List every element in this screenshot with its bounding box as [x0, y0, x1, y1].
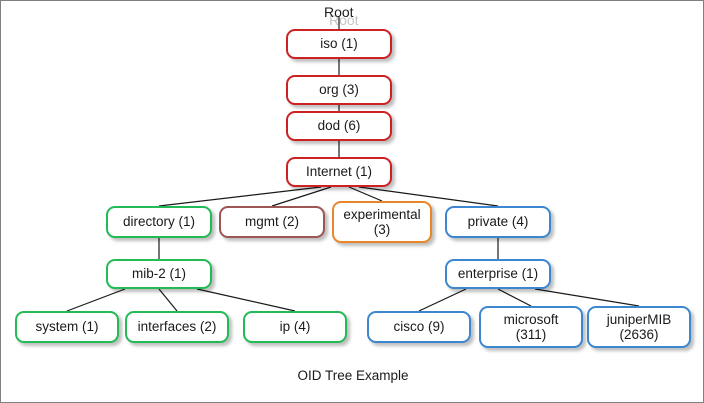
- node-label-iso: iso (1): [320, 36, 358, 52]
- edge-internet-to-directory: [158, 186, 322, 207]
- node-label-private: private (4): [467, 214, 529, 230]
- node-org[interactable]: org (3): [286, 75, 392, 105]
- root-label: Root: [324, 4, 354, 20]
- diagram-caption: OID Tree Example: [297, 368, 409, 383]
- node-experimental[interactable]: experimental (3): [332, 201, 432, 243]
- edge-enterprise-to-microsoft: [497, 288, 532, 307]
- node-label-cisco: cisco (9): [393, 319, 445, 335]
- node-ip[interactable]: ip (4): [243, 311, 347, 343]
- node-label-enterprise: enterprise (1): [457, 266, 539, 282]
- edge-enterprise-to-juniper: [534, 288, 640, 307]
- edge-internet-to-mgmt: [271, 186, 332, 207]
- node-label-juniper: juniperMIB (2636): [606, 311, 672, 342]
- node-label-system: system (1): [35, 319, 99, 335]
- node-interfaces[interactable]: interfaces (2): [125, 311, 229, 343]
- node-directory[interactable]: directory (1): [106, 206, 212, 238]
- node-private[interactable]: private (4): [445, 206, 551, 238]
- node-label-microsoft: microsoft (311): [503, 311, 559, 342]
- node-internet[interactable]: Internet (1): [286, 157, 392, 187]
- node-dod[interactable]: dod (6): [286, 111, 392, 141]
- edge-internet-to-experimental: [348, 186, 383, 202]
- node-label-org: org (3): [319, 82, 359, 98]
- node-microsoft[interactable]: microsoft (311): [479, 306, 583, 348]
- node-label-mib2: mib-2 (1): [131, 266, 186, 282]
- edge-mib2-to-system: [66, 288, 126, 312]
- node-cisco[interactable]: cisco (9): [367, 311, 471, 343]
- node-label-directory: directory (1): [122, 214, 195, 230]
- node-label-dod: dod (6): [317, 118, 361, 134]
- root-label-shadow: Root: [329, 12, 359, 28]
- node-label-ip: ip (4): [279, 319, 311, 335]
- node-system[interactable]: system (1): [15, 311, 119, 343]
- edge-mib2-to-interfaces: [158, 288, 178, 312]
- node-mib2[interactable]: mib-2 (1): [106, 259, 212, 289]
- node-enterprise[interactable]: enterprise (1): [445, 259, 551, 289]
- node-mgmt[interactable]: mgmt (2): [219, 206, 325, 238]
- edge-mib2-to-ip: [196, 288, 296, 312]
- node-iso[interactable]: iso (1): [286, 29, 392, 59]
- node-label-experimental: experimental (3): [343, 206, 421, 237]
- node-label-mgmt: mgmt (2): [245, 214, 299, 230]
- edge-enterprise-to-cisco: [418, 288, 467, 312]
- node-label-internet: Internet (1): [305, 164, 373, 180]
- node-juniper[interactable]: juniperMIB (2636): [587, 306, 691, 348]
- node-label-interfaces: interfaces (2): [137, 319, 217, 335]
